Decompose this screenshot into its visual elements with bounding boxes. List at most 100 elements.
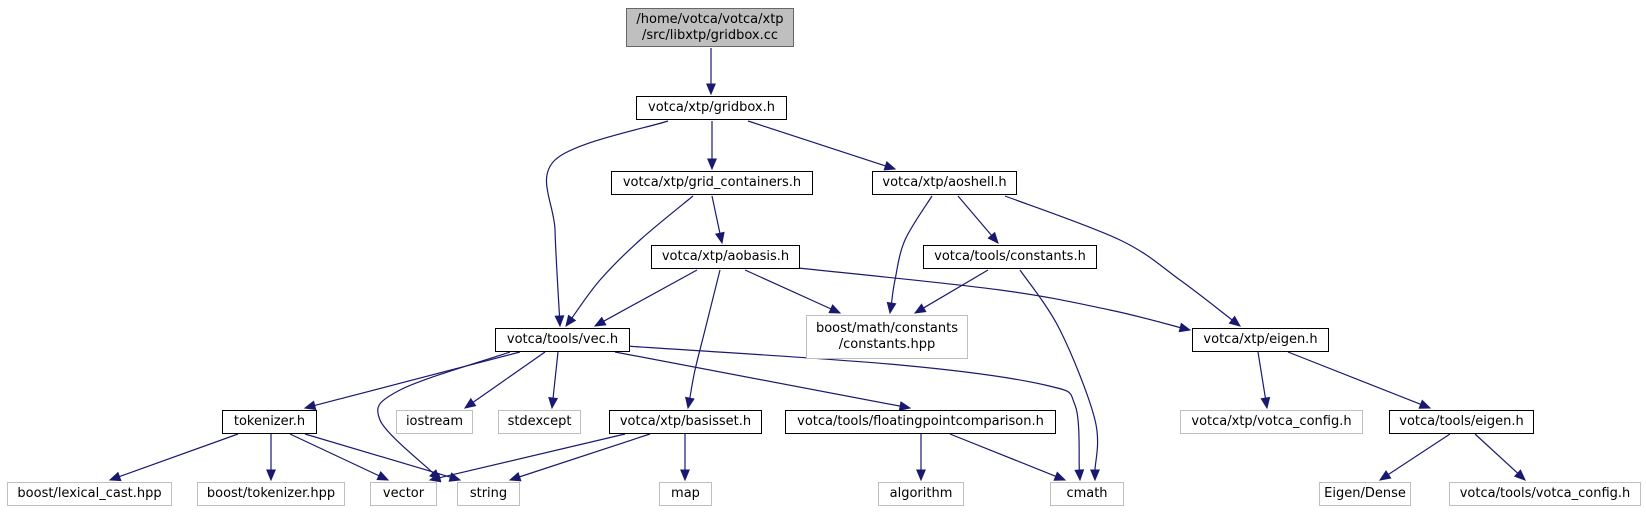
edge-constants_h-to-boost_constants bbox=[923, 269, 989, 309]
node-label: votca/xtp/votca_config.h bbox=[1191, 414, 1352, 429]
node-label: votca/xtp/aobasis.h bbox=[661, 249, 790, 264]
edge-arrowhead-vec_h-to-stdexcept bbox=[548, 397, 559, 410]
node-constants-h[interactable]: votca/tools/constants.h bbox=[923, 245, 1097, 269]
edge-arrowhead-tools_eigen_h-to-eigen_dense bbox=[1378, 470, 1392, 481]
node-iostream: iostream bbox=[396, 410, 473, 434]
node-string: string bbox=[457, 482, 520, 506]
edge-gridbox_h-to-aoshell_h bbox=[747, 120, 886, 167]
edge-arrowhead-basisset_h-to-map bbox=[680, 469, 690, 482]
edge-arrowhead-constants_h-to-cmath bbox=[1090, 469, 1100, 482]
edge-arrowhead-aobasis_h-to-boost_constants bbox=[828, 304, 842, 314]
node-tokenizer-h[interactable]: tokenizer.h bbox=[222, 410, 317, 434]
node-tools-eigen-h[interactable]: votca/tools/eigen.h bbox=[1389, 410, 1534, 434]
edge-aoshell_h-to-boost_constants bbox=[890, 195, 933, 304]
edge-vec_h-to-cmath bbox=[625, 345, 1080, 471]
edge-constants_h-to-cmath bbox=[1019, 269, 1099, 471]
edge-gridbox_h-to-vec_h bbox=[545, 120, 669, 317]
edge-tools_eigen_h-to-tools_votca_config_h bbox=[1474, 433, 1519, 474]
node-boost-lexical-cast-hpp: boost/lexical_cast.hpp bbox=[7, 482, 172, 506]
edge-arrowhead-aoshell_h-to-eigen_xtp_h bbox=[1228, 315, 1242, 327]
edge-arrowhead-grid_containers_h-to-vec_h bbox=[565, 314, 577, 328]
edge-fpcomparison_h-to-cmath bbox=[949, 433, 1056, 477]
node-label: Eigen/Dense bbox=[1324, 486, 1406, 501]
edge-arrowhead-aoshell_h-to-boost_constants bbox=[886, 301, 897, 315]
edge-arrowhead-fpcomparison_h-to-cmath bbox=[1053, 471, 1067, 481]
edge-arrowhead-constants_h-to-boost_constants bbox=[913, 303, 927, 314]
edge-arrowhead-vec_h-to-iostream bbox=[463, 397, 477, 409]
edge-arrowhead-aoshell_h-to-constants_h bbox=[987, 231, 999, 244]
edge-basisset_h-to-vector bbox=[439, 433, 626, 479]
node-gridbox-h[interactable]: votca/xtp/gridbox.h bbox=[636, 96, 787, 120]
node-label: boost/tokenizer.hpp bbox=[206, 486, 336, 501]
node-vector: vector bbox=[370, 482, 437, 506]
edge-arrowhead-fpcomparison_h-to-algorithm bbox=[916, 469, 926, 482]
edge-eigen_xtp_h-to-xtp_votca_config_h bbox=[1257, 351, 1267, 399]
node-boost-tokenizer-hpp: boost/tokenizer.hpp bbox=[197, 482, 345, 506]
node-grid-containers-h[interactable]: votca/xtp/grid_containers.h bbox=[611, 171, 813, 195]
edge-arrowhead-tokenizer_h-to-vector bbox=[376, 471, 390, 481]
node-xtp-eigen-h[interactable]: votca/xtp/eigen.h bbox=[1192, 328, 1329, 352]
node-boost-constants-hpp: boost/math/constants /constants.hpp bbox=[806, 315, 968, 359]
edge-basisset_h-to-string bbox=[519, 433, 651, 478]
node-tools-votca-config-h: votca/tools/votca_config.h bbox=[1449, 482, 1641, 506]
node-label: votca/tools/eigen.h bbox=[1399, 414, 1524, 429]
edge-arrowhead-aobasis_h-to-vec_h bbox=[593, 316, 607, 327]
edge-tools_eigen_h-to-eigen_dense bbox=[1388, 433, 1451, 476]
node-xtp-votca-config-h: votca/xtp/votca_config.h bbox=[1180, 410, 1363, 434]
node-label: votca/xtp/grid_containers.h bbox=[622, 175, 802, 190]
node-label: /home/votca/votca/xtp bbox=[636, 11, 784, 27]
edge-arrowhead-eigen_xtp_h-to-xtp_votca_config_h bbox=[1260, 396, 1271, 410]
edge-arrowhead-gridbox_h-to-grid_containers_h bbox=[707, 158, 717, 171]
edge-arrowhead-tools_eigen_h-to-tools_votca_config_h bbox=[1513, 469, 1526, 481]
node-label: votca/xtp/basisset.h bbox=[619, 414, 752, 429]
edge-arrowhead-basisset_h-to-vector bbox=[428, 472, 442, 483]
node-algorithm: algorithm bbox=[878, 482, 964, 506]
edge-vec_h-to-iostream bbox=[472, 351, 546, 403]
node-label: votca/tools/votca_config.h bbox=[1459, 486, 1631, 501]
edge-aobasis_h-to-basisset_h bbox=[689, 269, 721, 399]
edge-vec_h-to-tokenizer_h bbox=[314, 351, 521, 407]
node-label: /src/libxtp/gridbox.cc bbox=[641, 27, 779, 43]
edge-arrowhead-eigen_xtp_h-to-tools_eigen_h bbox=[1418, 399, 1432, 409]
edge-aobasis_h-to-boost_constants bbox=[744, 269, 832, 310]
node-aobasis-h[interactable]: votca/xtp/aobasis.h bbox=[651, 245, 800, 269]
node-aoshell-h[interactable]: votca/xtp/aoshell.h bbox=[872, 171, 1017, 195]
edge-tokenizer_h-to-boost_lexical_cast bbox=[119, 433, 239, 478]
edge-arrowhead-gridbox_h-to-vec_h bbox=[554, 315, 565, 328]
edge-arrowhead-aobasis_h-to-basisset_h bbox=[685, 396, 695, 410]
edge-arrowhead-tokenizer_h-to-boost_tokenizer bbox=[266, 469, 276, 482]
edge-vec_h-to-stdexcept bbox=[552, 351, 559, 399]
node-gridbox-cc-root[interactable]: /home/votca/votca/xtp /src/libxtp/gridbo… bbox=[626, 8, 794, 47]
edge-arrowhead-vec_h-to-cmath bbox=[1074, 469, 1085, 482]
edge-arrowhead-vec_h-to-fpcomparison_h bbox=[898, 401, 912, 411]
edge-vec_h-to-string bbox=[377, 351, 511, 474]
node-label: stdexcept bbox=[507, 414, 572, 429]
node-label: /constants.hpp bbox=[838, 337, 936, 352]
node-label: tokenizer.h bbox=[233, 414, 306, 429]
node-map: map bbox=[659, 482, 712, 506]
node-label: votca/xtp/aoshell.h bbox=[882, 175, 1007, 190]
edge-tokenizer_h-to-vector bbox=[289, 433, 380, 477]
node-cmath: cmath bbox=[1050, 482, 1124, 506]
edge-aobasis_h-to-eigen_xtp_h bbox=[797, 267, 1181, 329]
edge-aobasis_h-to-vec_h bbox=[603, 269, 698, 322]
node-label: boost/math/constants bbox=[815, 321, 959, 336]
node-label: votca/tools/constants.h bbox=[934, 249, 1086, 264]
node-label: votca/xtp/eigen.h bbox=[1203, 332, 1318, 347]
edge-arrowhead-tokenizer_h-to-boost_lexical_cast bbox=[108, 471, 122, 482]
node-label: string bbox=[469, 486, 508, 501]
edge-aoshell_h-to-constants_h bbox=[957, 195, 992, 236]
node-basisset-h[interactable]: votca/xtp/basisset.h bbox=[609, 410, 762, 434]
edge-tokenizer_h-to-string bbox=[304, 433, 451, 478]
node-label: votca/tools/floatingpointcomparison.h bbox=[797, 414, 1044, 429]
node-floatingpointcomparison-h[interactable]: votca/tools/floatingpointcomparison.h bbox=[785, 410, 1056, 434]
edge-arrowhead-root-to-gridbox_h bbox=[706, 83, 716, 96]
edge-arrowhead-gridbox_h-to-aoshell_h bbox=[883, 161, 897, 171]
node-label: votca/xtp/gridbox.h bbox=[648, 100, 775, 115]
node-vec-h[interactable]: votca/tools/vec.h bbox=[495, 328, 630, 352]
node-label: cmath bbox=[1066, 486, 1108, 501]
node-label: boost/lexical_cast.hpp bbox=[17, 486, 162, 501]
edge-arrowhead-vec_h-to-tokenizer_h bbox=[303, 400, 317, 411]
